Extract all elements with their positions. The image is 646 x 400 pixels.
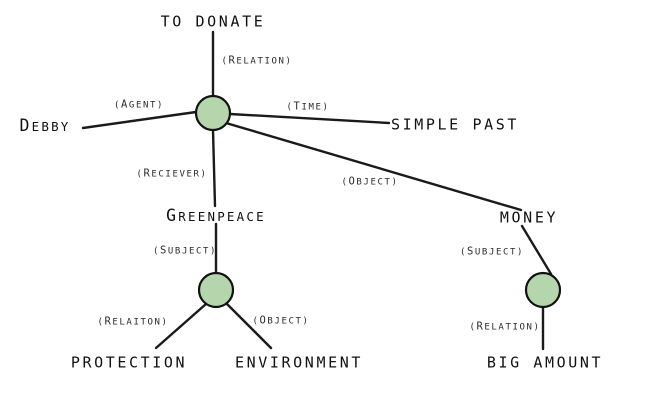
edge-object-environment (225, 302, 273, 350)
greenpeace-sub-node[interactable] (197, 271, 235, 309)
role-subject-left: (SUBJECT) (152, 244, 218, 257)
edge-reciever (211, 128, 217, 208)
edge-debby-agent (81, 110, 198, 130)
edge-object-money (224, 121, 523, 212)
role-object-money: (OBJECT) (341, 175, 399, 188)
role-relation-bot: (RELATION) (469, 320, 541, 333)
concept-greenpeace: GREENPEACE (166, 205, 266, 225)
edge-relaiton (154, 302, 208, 350)
role-object-env: (OBJECT) (252, 314, 310, 327)
edge-time-simple-past (228, 112, 391, 125)
money-sub-node[interactable] (524, 271, 562, 309)
edge-subject-money (520, 224, 553, 276)
concept-money: MONEY (499, 208, 559, 227)
concept-protection: PROTECTION (70, 353, 188, 372)
concept-simple-past: SIMPLE PAST (391, 115, 519, 134)
concept-to-donate: TO DONATE (160, 12, 266, 31)
central-event-node[interactable] (194, 94, 232, 132)
role-subject-right: (SUBJECT) (459, 245, 525, 258)
concept-environment: ENVIRONMENT (235, 353, 363, 372)
concept-big-amount: BIG AMOUNT (486, 353, 604, 372)
role-reciever: (RECIEVER) (136, 167, 208, 180)
concept-debby: DEBBY (19, 115, 71, 135)
role-time: (TIME) (286, 100, 330, 113)
role-agent: (AGENT) (113, 98, 165, 111)
role-relaiton: (RELAITON) (97, 315, 169, 328)
role-relation-top: (RELATION) (221, 54, 293, 67)
